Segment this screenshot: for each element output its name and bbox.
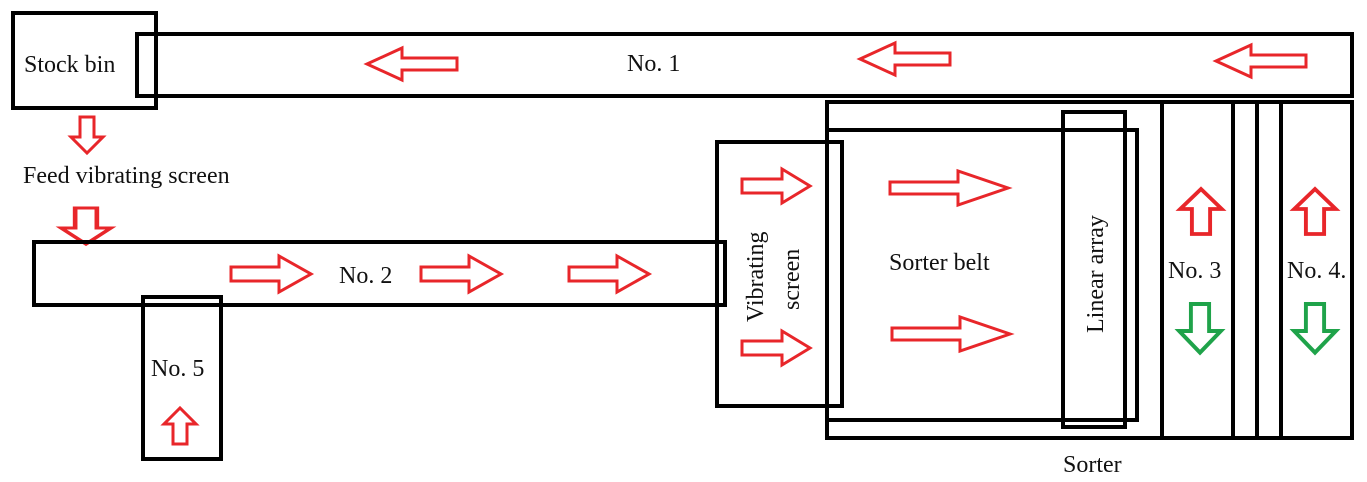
conveyor-2-arrow-3-icon (567, 254, 651, 294)
conveyor-1-arrow-right-icon (1214, 43, 1308, 79)
feed-arrow-top-icon (69, 115, 105, 155)
conveyor-5-box (141, 295, 223, 461)
sorter-label: Sorter (1063, 452, 1122, 478)
stock-bin-box (11, 11, 158, 110)
conveyor-2-arrow-2-icon (419, 254, 503, 294)
sorter-belt-box (825, 128, 1139, 422)
conveyor-1-box (135, 32, 1354, 98)
linear-array-label: Linear array (1083, 215, 1109, 333)
conveyor-1-arrow-left-icon (365, 46, 459, 82)
vibrating-screen-label: Vibrating screen (743, 231, 805, 322)
sorter-belt-arrow-top-icon (888, 169, 1010, 207)
conveyor-3-arrow-up-icon (1178, 187, 1224, 236)
conveyor-4-label: No. 4. (1287, 258, 1346, 284)
conveyor-5-label: No. 5 (151, 356, 204, 382)
conveyor-1-arrow-mid-icon (858, 41, 952, 77)
vibrating-screen-arrow-bottom-icon (740, 329, 812, 367)
conveyor-3-arrow-down-icon (1179, 304, 1221, 353)
sorter-belt-label: Sorter belt (889, 250, 990, 276)
conveyor-1-arrows (365, 41, 1308, 82)
linear-array-box (1061, 110, 1127, 429)
conveyor-2-arrows (229, 254, 651, 294)
conveyor-1-label: No. 1 (627, 51, 680, 77)
vibrating-screen-arrow-top-icon (740, 167, 812, 205)
conveyor-2-arrow-1-icon (229, 254, 313, 294)
feed-vibrating-screen-label: Feed vibrating screen (23, 163, 230, 189)
conveyor-4-arrow-down-icon (1294, 304, 1336, 353)
conveyor-5-arrow-up-icon (162, 406, 198, 446)
conveyor-2-box (32, 240, 727, 307)
vibrating-screen-label-line2: screen (779, 249, 805, 310)
vibrating-screen-label-line1: Vibrating (743, 231, 769, 322)
vibrating-screen-box (715, 140, 844, 408)
feed-arrow-bottom-icon (61, 208, 111, 244)
conveyor-4-arrow-up-icon (1292, 187, 1338, 236)
conveyor-3-label: No. 3 (1168, 258, 1221, 284)
sorter-belt-arrow-bottom-icon (890, 315, 1012, 353)
conveyor-2-label: No. 2 (339, 263, 392, 289)
stock-bin-label: Stock bin (24, 52, 115, 78)
